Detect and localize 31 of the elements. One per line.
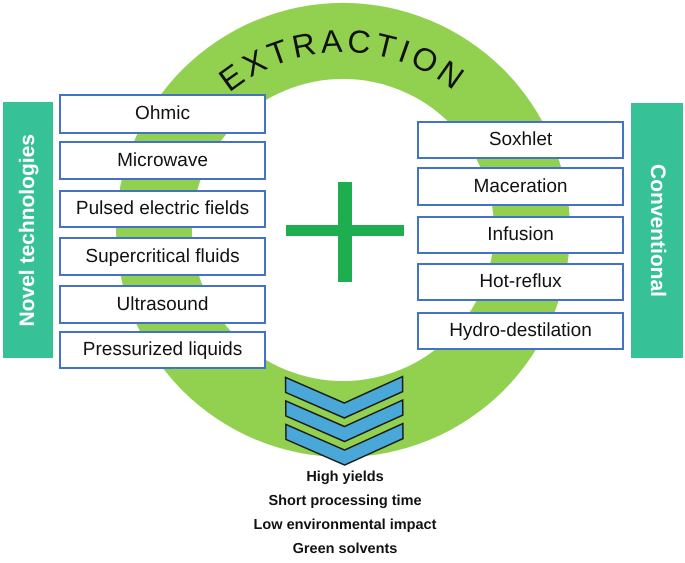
method-box xyxy=(417,216,624,254)
benefit-text: Short processing time xyxy=(268,492,422,511)
method-label: Hot-reflux xyxy=(479,271,562,293)
method-label: Microwave xyxy=(117,150,208,172)
method-label: Pulsed electric fields xyxy=(76,198,250,220)
method-box xyxy=(59,237,266,276)
method-label: Supercritical fluids xyxy=(85,246,240,268)
category-bar xyxy=(631,103,683,358)
benefit-text: High yields xyxy=(306,468,384,487)
category-label: Novel technologies xyxy=(16,134,40,326)
method-box xyxy=(59,141,266,180)
category-label: Conventional xyxy=(645,164,669,297)
method-label: Pressurized liquids xyxy=(82,339,242,361)
chevron-arrow xyxy=(284,375,404,466)
method-label: Infusion xyxy=(487,224,554,246)
method-label: Ultrasound xyxy=(116,294,208,316)
method-box xyxy=(417,312,624,350)
method-label: Ohmic xyxy=(135,103,190,125)
method-box xyxy=(59,190,266,228)
method-box xyxy=(59,94,266,134)
method-box xyxy=(417,121,624,159)
method-label: Maceration xyxy=(474,176,568,198)
category-bar xyxy=(3,102,53,358)
method-box xyxy=(417,263,624,301)
benefit-text: Green solvents xyxy=(292,540,398,559)
method-box xyxy=(417,167,624,206)
benefit-text: Low environmental impact xyxy=(254,516,436,535)
method-label: Hydro-destilation xyxy=(449,320,592,342)
method-box xyxy=(59,331,266,369)
method-label: Soxhlet xyxy=(488,129,552,151)
method-box xyxy=(59,285,266,324)
